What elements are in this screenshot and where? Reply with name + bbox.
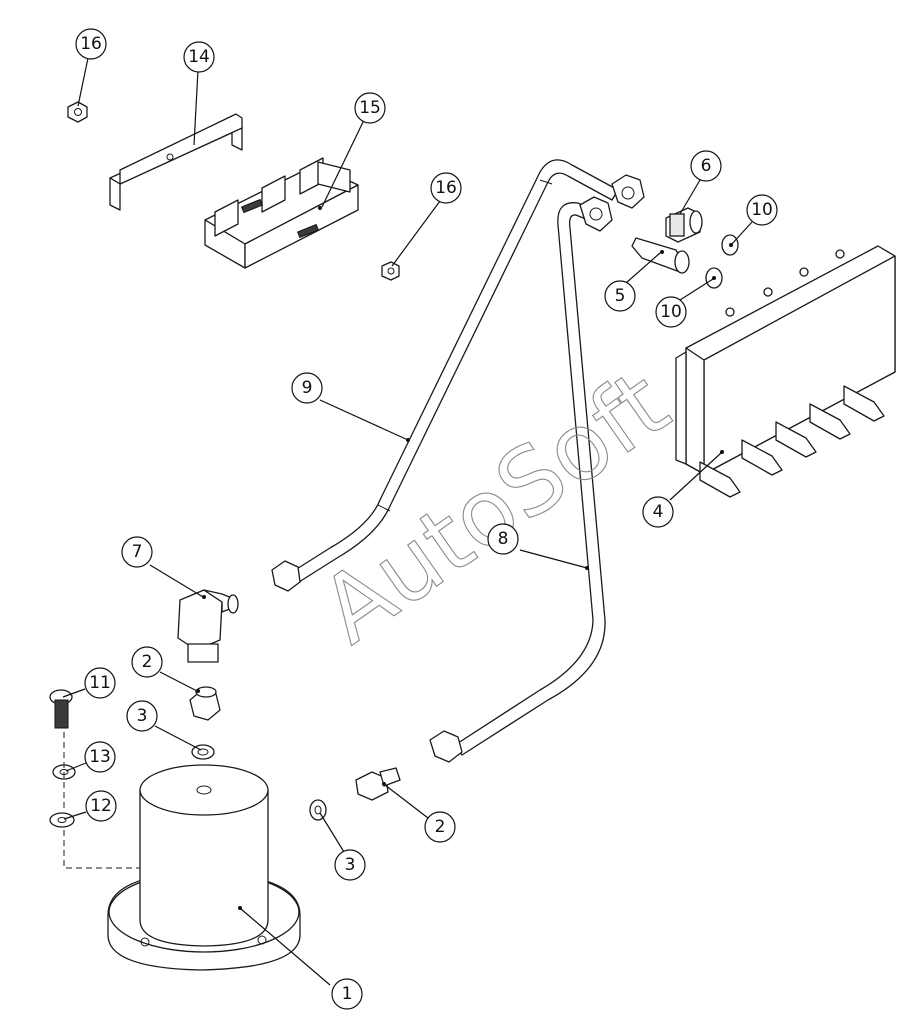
part-2-fitting-upper bbox=[189, 686, 221, 721]
callout-2-lower: 2 bbox=[424, 811, 456, 843]
svg-text:6: 6 bbox=[701, 156, 712, 176]
callout-15: 15 bbox=[354, 92, 386, 124]
svg-text:14: 14 bbox=[188, 47, 210, 67]
svg-text:5: 5 bbox=[615, 286, 626, 306]
svg-text:11: 11 bbox=[89, 673, 111, 693]
part-14-bracket bbox=[109, 113, 243, 211]
svg-text:13: 13 bbox=[89, 747, 111, 767]
part-16-nut-top bbox=[67, 101, 88, 123]
svg-text:9: 9 bbox=[302, 378, 313, 398]
callout-14: 14 bbox=[183, 41, 215, 73]
callout-16-top: 16 bbox=[75, 28, 107, 60]
part-9-tube bbox=[271, 159, 645, 592]
watermark: AutoSoft bbox=[302, 349, 688, 664]
callout-9: 9 bbox=[291, 372, 323, 404]
part-8-tube bbox=[429, 196, 613, 763]
part-10-washer-upper bbox=[721, 234, 739, 256]
callout-2-upper: 2 bbox=[131, 646, 163, 678]
svg-text:4: 4 bbox=[653, 502, 664, 522]
part-11-bolt bbox=[49, 689, 73, 729]
svg-text:15: 15 bbox=[359, 98, 381, 118]
svg-text:1: 1 bbox=[342, 984, 353, 1004]
svg-text:16: 16 bbox=[80, 34, 102, 54]
svg-text:3: 3 bbox=[345, 855, 356, 875]
callout-6: 6 bbox=[690, 150, 722, 182]
svg-text:8: 8 bbox=[498, 529, 509, 549]
callout-10-lower: 10 bbox=[655, 296, 687, 328]
part-3-washer-lower bbox=[309, 799, 327, 821]
svg-text:7: 7 bbox=[132, 542, 143, 562]
part-16-nut-mid bbox=[381, 261, 400, 281]
callout-13: 13 bbox=[84, 741, 116, 773]
callout-8: 8 bbox=[487, 523, 519, 555]
callout-4: 4 bbox=[642, 496, 674, 528]
svg-text:12: 12 bbox=[90, 796, 112, 816]
leader-lines bbox=[62, 57, 753, 986]
svg-text:16: 16 bbox=[435, 178, 457, 198]
part-1-motor bbox=[107, 764, 301, 971]
part-12-washer bbox=[49, 812, 75, 828]
callout-3-lower: 3 bbox=[334, 849, 366, 881]
callout-11: 11 bbox=[84, 667, 116, 699]
svg-text:2: 2 bbox=[435, 817, 446, 837]
part-7-elbow bbox=[177, 589, 239, 663]
callout-5: 5 bbox=[604, 280, 636, 312]
part-2-fitting-lower bbox=[355, 767, 401, 801]
svg-text:2: 2 bbox=[142, 652, 153, 672]
svg-text:10: 10 bbox=[660, 302, 682, 322]
callout-16-mid: 16 bbox=[430, 172, 462, 204]
svg-text:10: 10 bbox=[751, 200, 773, 220]
callout-12: 12 bbox=[85, 790, 117, 822]
part-15-rib-block bbox=[204, 157, 359, 269]
callout-3-upper: 3 bbox=[126, 700, 158, 732]
callout-7: 7 bbox=[121, 536, 153, 568]
svg-text:3: 3 bbox=[137, 706, 148, 726]
callout-10-upper: 10 bbox=[746, 194, 778, 226]
callout-1: 1 bbox=[331, 978, 363, 1010]
part-10-washer-lower bbox=[705, 267, 723, 289]
part-5-fitting bbox=[631, 237, 690, 274]
svg-text:AutoSoft: AutoSoft bbox=[302, 350, 687, 664]
part-6-fitting bbox=[665, 207, 703, 243]
part-4-manifold bbox=[675, 245, 896, 498]
